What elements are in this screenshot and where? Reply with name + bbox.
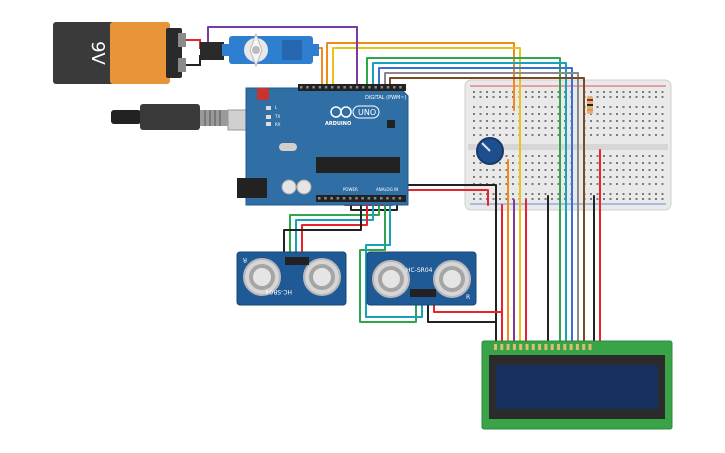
rx-label: RX <box>275 122 281 127</box>
sensor-2-label: HC-SR04 <box>406 267 433 274</box>
arduino-brand: ARDUINO <box>325 121 351 127</box>
wire-orange-d12 <box>326 42 515 111</box>
tx-label: TX <box>274 114 280 119</box>
ultrasonic-sensor-1[interactable]: HC-SR04 R <box>236 251 347 306</box>
power-analog-header <box>316 195 406 202</box>
arduino-uno[interactable]: DIGITAL (PWM~) ARDUINO UNO TX RX L POWER… <box>237 84 409 206</box>
usb-cable <box>111 104 261 131</box>
wire-black-s2 <box>427 299 497 323</box>
wire-red-s1 <box>301 196 368 257</box>
reset-button[interactable] <box>257 88 269 100</box>
sensor-1-corner: R <box>243 256 247 263</box>
arduino-model: UNO <box>358 108 376 117</box>
lcd-screen <box>496 365 658 409</box>
potentiometer[interactable] <box>476 137 504 165</box>
wire-teal-d5 <box>372 62 567 346</box>
lcd-display[interactable] <box>481 340 673 430</box>
wire-teal-s1 <box>295 196 374 257</box>
sensor-2-corner: R <box>466 294 470 301</box>
servo-motor[interactable] <box>222 32 319 68</box>
wire-gray-d3 <box>384 72 579 346</box>
lcd-pin-header <box>494 344 592 350</box>
wire-green-s1 <box>289 196 380 257</box>
wire-green-s2 <box>359 196 417 323</box>
digital-header-label: DIGITAL (PWM~) <box>365 95 407 101</box>
ultrasonic-sensor-2[interactable]: HC-SR04 R <box>366 251 477 306</box>
sensor-1-label: HC-SR04 <box>265 288 292 295</box>
wire-purple-d9 <box>207 26 358 88</box>
battery-label: 9V <box>87 41 108 65</box>
wire-black-s1 <box>283 196 362 257</box>
wire-teal-s2 <box>365 196 423 318</box>
digital-header <box>298 84 406 91</box>
wire-black-d7 <box>389 77 585 346</box>
analog-header-label: ANALOG IN <box>376 187 398 192</box>
arduino-logo <box>330 106 352 118</box>
microcontroller-chip <box>316 157 400 173</box>
breadboard[interactable] <box>464 79 672 211</box>
battery-9v[interactable]: 9V <box>53 22 186 84</box>
resistor <box>587 96 593 114</box>
wire-green-d6 <box>366 57 561 346</box>
wire-blue-d4 <box>378 67 573 346</box>
power-header-label: POWER <box>343 187 358 192</box>
battery-connector <box>186 39 224 66</box>
l-label: L <box>275 105 278 110</box>
